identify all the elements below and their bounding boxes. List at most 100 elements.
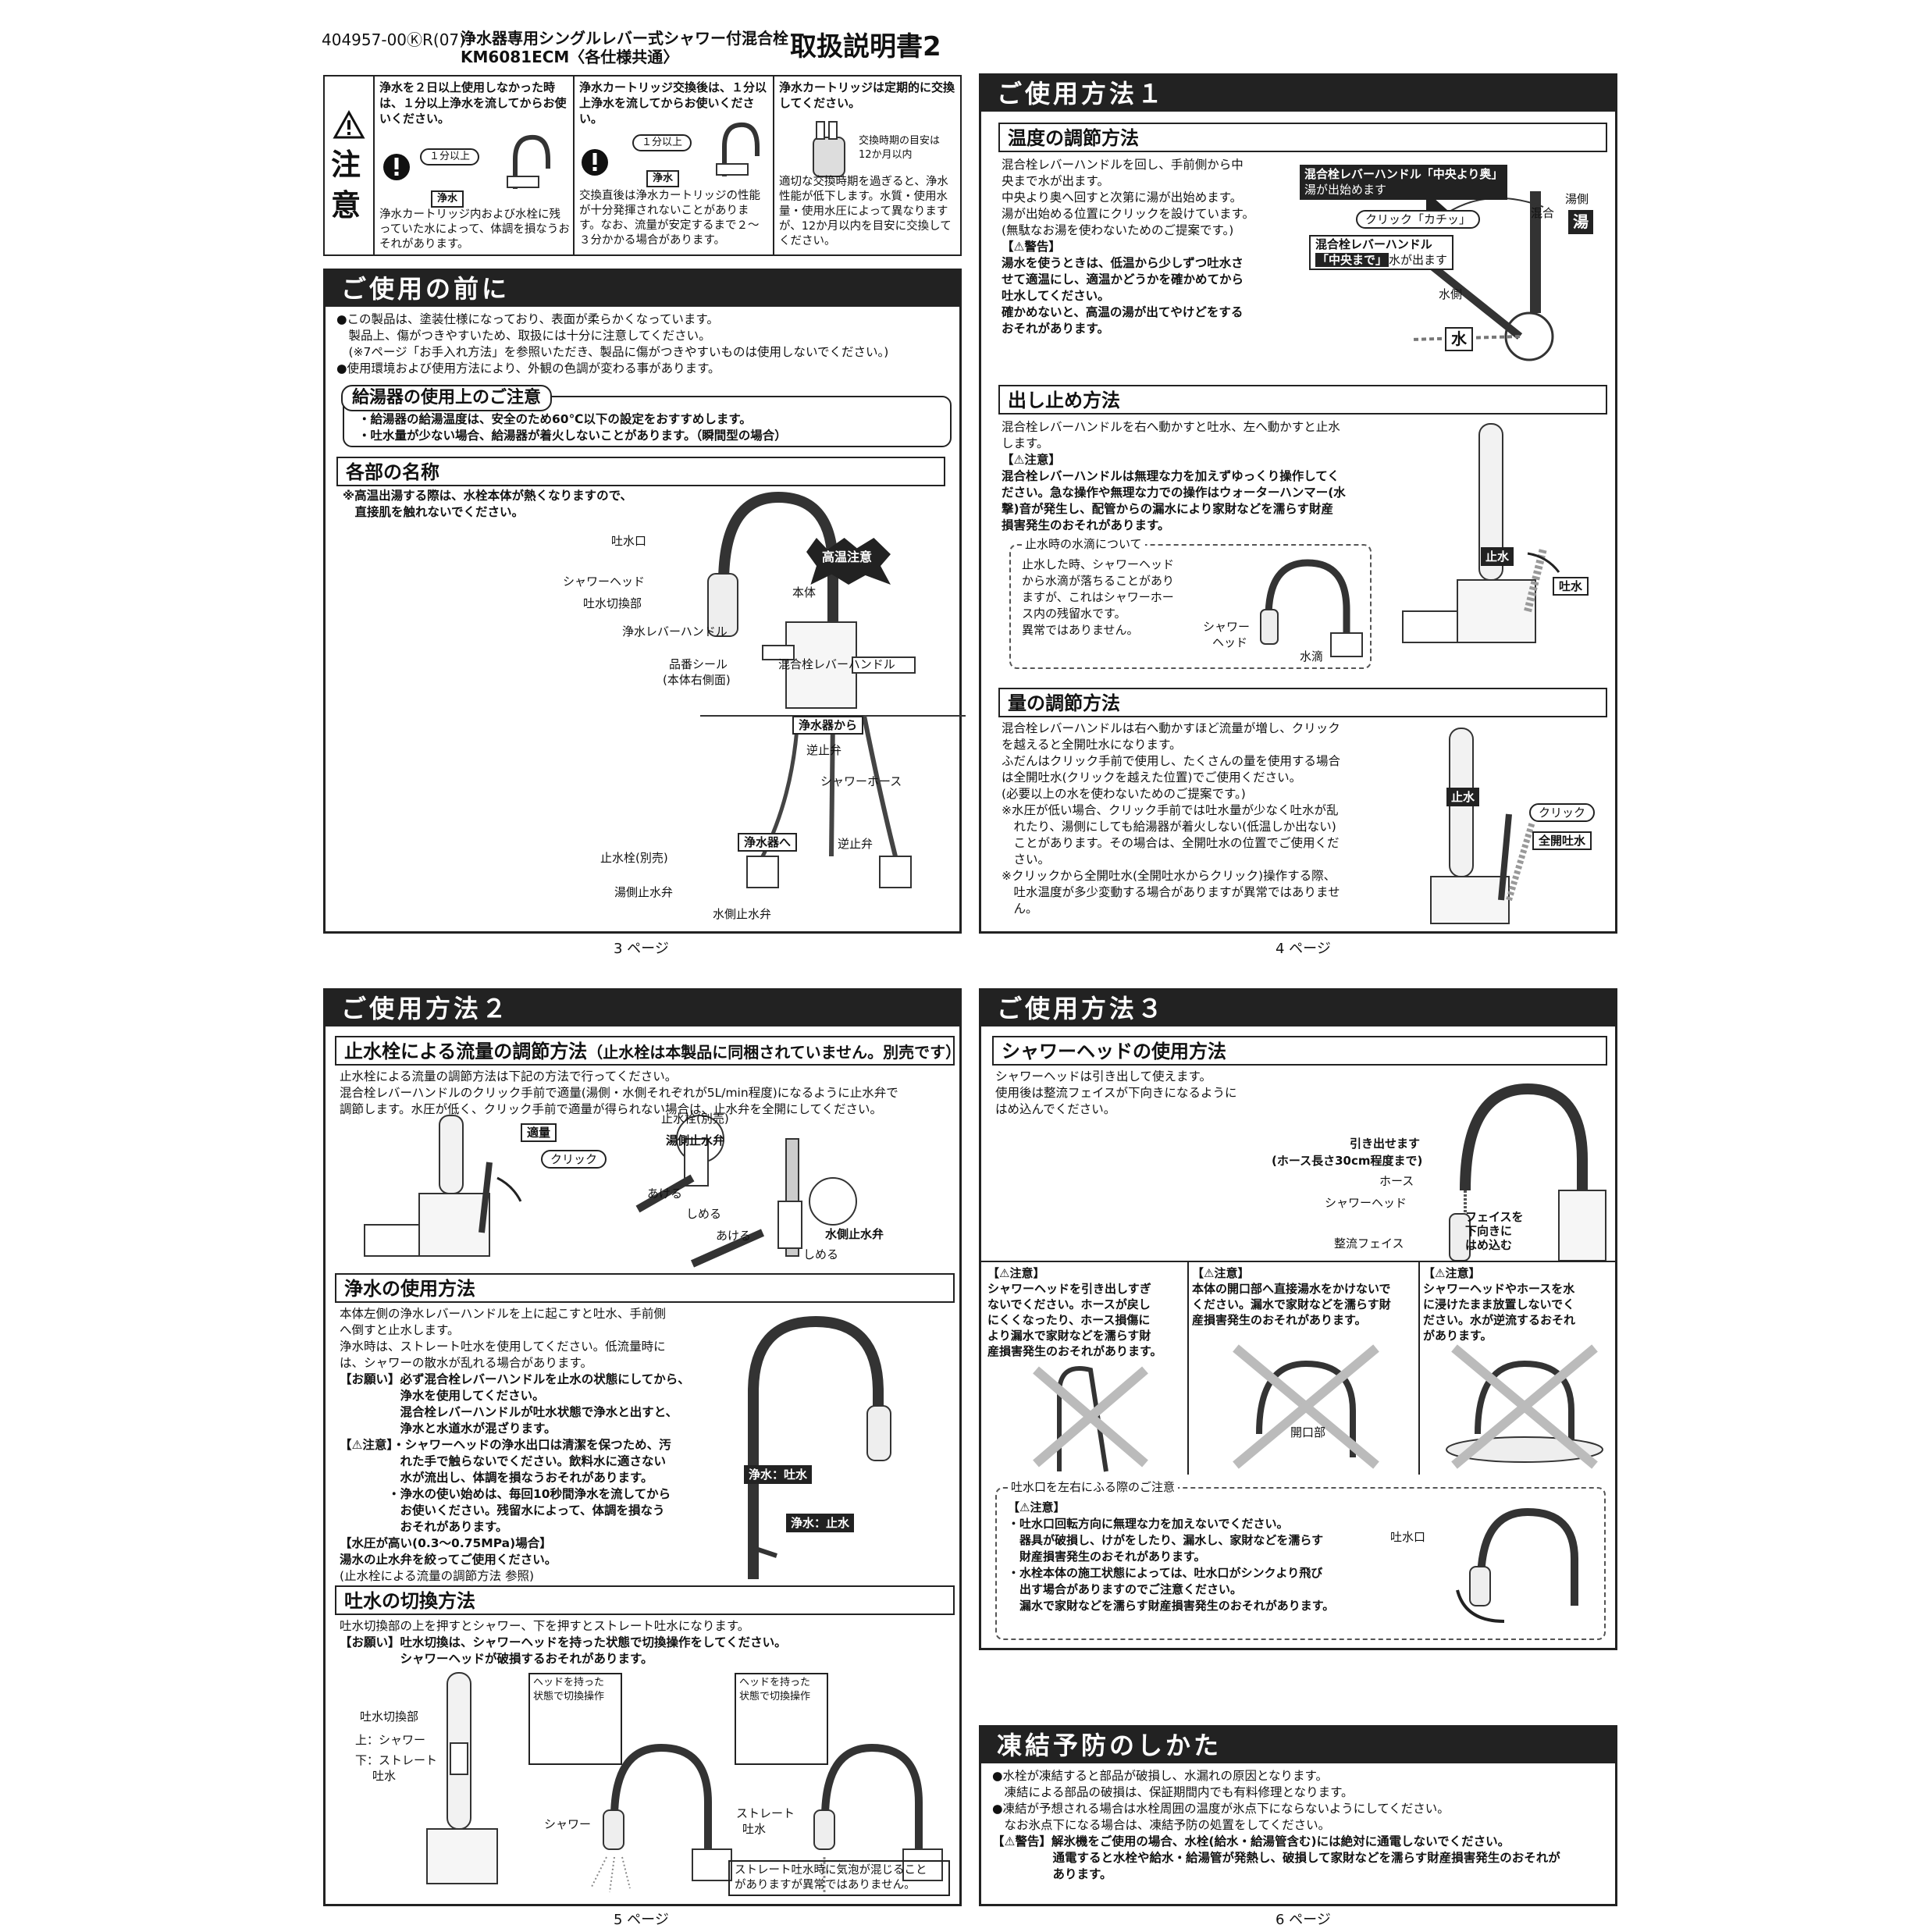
caution-3: 【⚠注意】 シャワーヘッドやホースを水 に浸けたまま放置しないでく ださい。水が…	[1423, 1266, 1576, 1343]
section-title: ご使用方法２	[326, 991, 959, 1026]
faucet-icon	[716, 122, 760, 176]
exclamation-icon	[582, 149, 608, 176]
stop-valve-diagram	[635, 1115, 857, 1268]
shower-pull-diagram	[1449, 1083, 1606, 1261]
label-stop-valve: 止水栓(別売)	[600, 851, 668, 865]
drip-water-label: 水滴	[1300, 649, 1324, 664]
product-model: KM6081ECM〈各仕様共通〉	[461, 48, 679, 66]
usage2-panel: ご使用方法２ 止水栓による流量の調節方法（止水栓は本製品に同梱されていません。別…	[323, 988, 962, 1906]
purified-tag: 浄水	[646, 170, 680, 187]
switch-down-label-2: 吐水	[372, 1769, 397, 1783]
caution-label-1: 注	[331, 148, 361, 182]
usage3-panel: ご使用方法３ シャワーヘッドの使用方法 シャワーヘッドは引き出して使えます。 使…	[979, 988, 1617, 1650]
label-cold-valve: 水側止水弁	[713, 907, 772, 921]
face-down-label-3: はめ込む	[1465, 1238, 1513, 1252]
switch-faucet-diagram	[426, 1672, 498, 1884]
lever-stop-diagram	[1402, 423, 1560, 643]
discharge-label: 吐水	[1553, 577, 1589, 596]
switch-title: 吐水の切換方法	[335, 1585, 955, 1615]
mix-label: 混合	[1531, 206, 1555, 220]
drip-faucet-diagram	[1260, 559, 1363, 657]
label-seal-position: (本体右側面)	[663, 673, 731, 687]
volume-text: 混合栓レバーハンドルは右へ動かすほど流量が増し、クリック を越えると全開吐水にな…	[1002, 721, 1341, 916]
shower-text: シャワーヘッドは引き出して使えます。 使用後は整流フェイスが下向きになるように …	[995, 1069, 1237, 1116]
flow-title: 出し止め方法	[998, 385, 1607, 415]
caution-cell-2: 浄水カートリッジ交換後は、１分以上浄水を流してからお使いください。 １分以上 浄…	[573, 76, 773, 254]
caution-cell-1: 浄水を２日以上使用しなかった時は、１分以上浄水を流してからお使いください。 １分…	[373, 76, 573, 254]
warning-triangle-icon	[333, 109, 365, 139]
temp-title: 温度の調節方法	[998, 123, 1607, 152]
doc-title: 取扱説明書2	[790, 31, 941, 62]
label-spout: 吐水口	[611, 534, 647, 548]
swing-note: 吐水口を左右にふる際のご注意 【⚠注意】 ・吐水口回転方向に無理な力を加えないで…	[995, 1479, 1606, 1640]
swing-title: 吐水口を左右にふる際のご注意	[1008, 1479, 1179, 1496]
page-number: 5 ページ	[614, 1912, 669, 1928]
label-switch: 吐水切換部	[583, 596, 642, 610]
click-label: クリック「カチッ」	[1356, 210, 1481, 229]
shower-mode-diagram	[590, 1743, 732, 1893]
close-label-1: しめる	[686, 1207, 722, 1221]
purify-title: 浄水の使用方法	[335, 1273, 955, 1303]
doc-code: 404957-00ⓀR(07)	[322, 30, 465, 49]
hose-label: ホース	[1379, 1174, 1414, 1188]
hot-side-label: 湯側	[1565, 192, 1589, 206]
drip-head-label-1: シャワー	[1203, 620, 1251, 634]
freeze-panel: 凍結予防のしかた ●水栓が凍結すると部品が破損し、水漏れの原因となります。 凍結…	[979, 1725, 1617, 1906]
temp-text: 混合栓レバーハンドルを回し、手前側から中 央まで水が出ます。 中央より奥へ回すと…	[1002, 158, 1254, 336]
label-purify-lever: 浄水レバーハンドル	[622, 624, 728, 639]
purified-tag: 浄水	[431, 190, 464, 208]
caution-cell-title: 浄水カートリッジは定期的に交換してください。	[779, 80, 955, 110]
switch-part-label: 吐水切換部	[360, 1710, 419, 1724]
label-shower-head: シャワーヘッド	[563, 575, 646, 589]
hold-label: 状態で切換操作	[739, 1691, 811, 1703]
swing-spout-label: 吐水口	[1390, 1530, 1426, 1544]
hold-label: ヘッドを持った	[739, 1677, 811, 1688]
purify-off-label: 浄水：止水	[786, 1514, 855, 1533]
stopvalve-text: 止水栓による流量の調節方法は下記の方法で行ってください。 混合栓レバーハンドルの…	[340, 1069, 898, 1116]
stopvalve-title: 止水栓による流量の調節方法（止水栓は本製品に同梱されていません。別売です）	[335, 1036, 955, 1066]
caution-cell-body: 浄水カートリッジ内および水栓に残っていた水によって、体調を損なうおそれがあります…	[379, 208, 570, 251]
proper-flow-diagram	[364, 1115, 522, 1257]
before-use-text: ●この製品は、塗装仕様になっており、表面が柔らかくなっています。 製品上、傷がつ…	[336, 312, 889, 375]
open-label-1: あける	[647, 1187, 683, 1201]
shower-cautions: 【⚠注意】 シャワーヘッドを引き出しすぎ ないでください。ホースが戻し にくくな…	[981, 1261, 1615, 1475]
purify-faucet-diagram	[748, 1315, 891, 1579]
proper-label: 適量	[521, 1123, 557, 1143]
bubble-note: ストレート吐水時に気泡が混じること がありますが異常ではありません。	[728, 1860, 950, 1896]
product-name: 浄水器専用シングルレバー式シャワー付混合栓	[461, 29, 788, 48]
page-number: 3 ページ	[614, 941, 669, 957]
hot-warning-burst	[806, 538, 891, 585]
flow-text: 混合栓レバーハンドルを右へ動かすと吐水、左へ動かすと止水 します。 【⚠注意】 …	[1002, 420, 1346, 532]
callout-hot-start: 混合栓レバーハンドル「中央より奥」 湯が出始めます	[1300, 165, 1508, 200]
purify-text: 本体左側の浄水レバーハンドルを上に起こすと吐水、手前側 へ倒すと止水します。 浄…	[340, 1307, 690, 1583]
caution-label-2: 意	[331, 188, 361, 222]
cold-side-label: 水側	[1439, 287, 1463, 301]
head-label: シャワーヘッド	[1325, 1196, 1407, 1210]
volume-title: 量の調節方法	[998, 688, 1607, 717]
hold-inset-2: ヘッドを持った 状態で切換操作	[735, 1673, 828, 1765]
drip-title: 止水時の水滴について	[1022, 536, 1145, 553]
replace-note-1: 交換時期の目安は	[859, 135, 941, 147]
faucet-icon	[507, 134, 550, 189]
one-minute-badge: １分以上	[632, 134, 692, 151]
label-seal: 品番シール	[669, 657, 728, 671]
shower-label: シャワー	[544, 1817, 592, 1831]
straight-label-2: 吐水	[742, 1822, 767, 1836]
callout-cold: 混合栓レバーハンドル 「中央まで」水が出ます	[1309, 235, 1454, 270]
section-title: ご使用方法１	[981, 76, 1615, 112]
switch-text: 吐水切換部の上を押すとシャワー、下を押すとストレート吐水になります。 【お願い】…	[340, 1619, 787, 1666]
caution-cell-3: 浄水カートリッジは定期的に交換してください。 交換時期の目安は 12か月以内 適…	[773, 76, 960, 254]
volume-full-label: 全開吐水	[1532, 831, 1592, 851]
heater-notice: 給湯器の使用上のご注意 ・給湯器の給湯温度は、安全のため60℃以下の設定をおすす…	[341, 385, 952, 447]
one-minute-badge: １分以上	[420, 148, 480, 165]
cold-label: 水	[1445, 327, 1473, 351]
opening-label: 開口部	[1290, 1425, 1326, 1439]
volume-click-label: クリック	[1529, 803, 1596, 823]
caution-cell-title: 浄水カートリッジ交換後は、１分以上浄水を流してからお使いください。	[579, 80, 767, 126]
caution-cell-title: 浄水を２日以上使用しなかった時は、１分以上浄水を流してからお使いください。	[379, 80, 567, 126]
shower-title: シャワーヘッドの使用方法	[992, 1036, 1607, 1066]
pull-label: 引き出せます	[1350, 1137, 1421, 1151]
caution-cell-body: 交換直後は浄水カートリッジの性能が十分発揮されないことがあります。なお、流量が安…	[579, 190, 760, 247]
parts-title: 各部の名称	[336, 457, 945, 486]
switch-down-label: 下：ストレート	[355, 1753, 438, 1767]
